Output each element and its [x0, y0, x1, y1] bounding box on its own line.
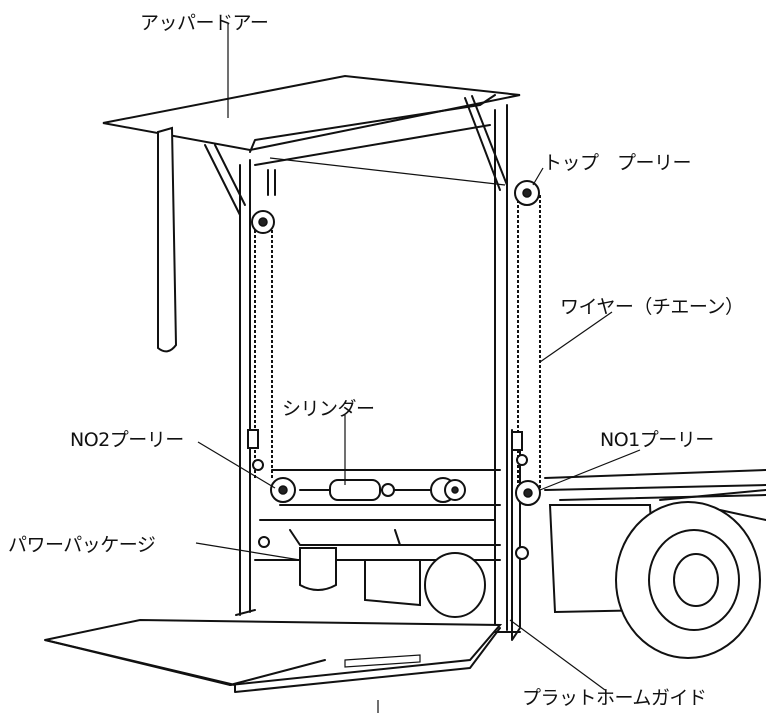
truck-bed — [544, 469, 766, 501]
leader-platform-guide — [509, 619, 606, 691]
leader-no2 — [197, 441, 276, 489]
tank-body — [364, 559, 421, 607]
platform-guide-rail — [511, 429, 521, 641]
leader-wire — [539, 311, 613, 363]
cross-beam — [259, 469, 501, 521]
top-frame — [249, 94, 496, 196]
inner-frame-line — [269, 157, 506, 186]
bolt-1 — [252, 459, 264, 471]
upper-door-panel — [102, 74, 521, 152]
top-pulley-hub — [522, 188, 532, 198]
bracket-right — [511, 431, 523, 451]
door-strut-right — [464, 95, 508, 191]
left-post — [235, 159, 256, 616]
fender — [659, 489, 766, 521]
bracket-left — [247, 429, 259, 449]
power-package-box — [299, 547, 337, 591]
leader-power — [195, 542, 301, 561]
bolt-2 — [258, 536, 270, 548]
label-top-pulley: トップ プーリー — [543, 152, 692, 174]
platform — [44, 618, 503, 687]
door-strap — [157, 126, 178, 353]
bolt-4 — [515, 546, 529, 560]
no2-pulley-hub — [278, 485, 288, 495]
label-cylinder: シリンダー — [282, 398, 375, 420]
label-no1-pulley: NO1プーリー — [600, 429, 714, 451]
bolt-3 — [516, 454, 528, 466]
leader-top-pulley — [532, 167, 544, 186]
mid-pulley-hub — [451, 486, 459, 494]
left-top-pulley-hub — [258, 217, 268, 227]
label-no2-pulley: NO2プーリー — [70, 429, 184, 451]
platform-front — [44, 627, 501, 693]
label-power-package: パワーパッケージ — [8, 534, 156, 556]
label-upper-door: アッパードアー — [140, 12, 269, 34]
inner-wheel — [424, 552, 486, 618]
platform-slot — [344, 654, 421, 668]
wheel-hub — [673, 553, 719, 607]
leader-no1 — [539, 449, 641, 491]
cylinder-joint — [381, 483, 395, 497]
label-wire-chain: ワイヤー（チエーン） — [560, 296, 744, 318]
label-platform-guide: プラットホームガイド — [522, 687, 707, 709]
no1-pulley-hub — [523, 488, 533, 498]
cylinder-body — [329, 479, 381, 501]
